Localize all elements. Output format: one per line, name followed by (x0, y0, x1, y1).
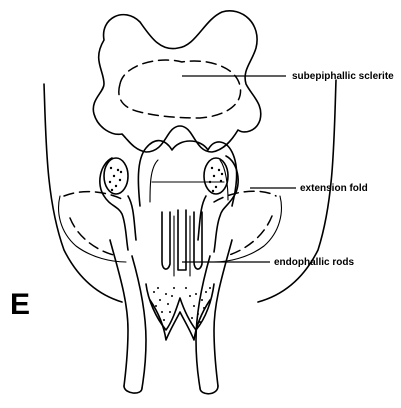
extension-fold-left-lower (70, 218, 118, 256)
extension-fold-curve-left (59, 196, 126, 262)
extension-fold-label: extension fold (300, 183, 368, 194)
extension-fold-curve-right (214, 196, 281, 262)
endophallic-rods-label: endophallic rods (274, 257, 354, 268)
extension-fold-right (214, 191, 276, 202)
left-oval-stipple (109, 167, 122, 191)
panel-letter: E (10, 288, 30, 321)
right-arm-tip (200, 386, 218, 394)
left-lateral-stalk (128, 196, 136, 240)
left-arm-inner (132, 256, 146, 388)
subepiphallic-inner-dashed (119, 60, 241, 118)
extension-fold-left (64, 192, 124, 200)
outer-body-outline (44, 84, 122, 302)
central-arch-inner (150, 160, 228, 202)
right-lateral-sclerite (214, 156, 238, 252)
right-dotted-oval (204, 158, 228, 194)
endophallic-rods (162, 210, 202, 276)
subepiphallic-sclerite (93, 11, 261, 152)
left-arm-tip (124, 386, 142, 393)
extension-fold-right-lower (226, 216, 272, 256)
left-dotted-oval (104, 158, 128, 194)
right-oval-stipple (209, 167, 223, 192)
subepiphallic-sclerite-label: subepiphallic sclerite (292, 71, 394, 82)
stippled-membrane-outline (146, 284, 214, 330)
